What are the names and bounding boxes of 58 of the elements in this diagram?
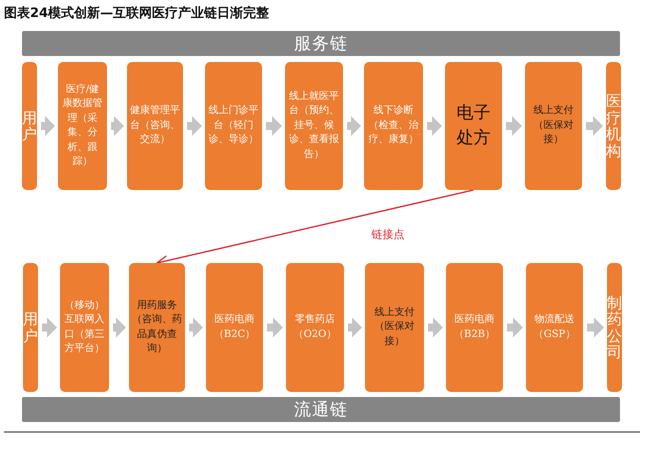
process-box — [285, 62, 343, 190]
process-box — [129, 263, 185, 392]
node-label: 用户 — [22, 110, 37, 142]
node-label: 物流配送（GSP） — [532, 313, 576, 342]
process-box — [205, 62, 262, 190]
arrow — [428, 318, 443, 338]
arrow — [189, 318, 203, 338]
endpoint-box — [606, 62, 621, 190]
arrow — [113, 318, 126, 338]
arrow — [266, 116, 282, 136]
chain-banner — [22, 31, 620, 56]
node-label: 制药公司 — [607, 294, 622, 360]
node-label: 线上支付（医保对接） — [374, 306, 416, 349]
banner-label: 流通链 — [294, 399, 348, 421]
endpoint-box — [607, 263, 622, 392]
arrow — [267, 318, 283, 338]
process-box — [206, 263, 263, 392]
node-label: 医疗/健康数据管理（采集、分析、跟踪） — [62, 82, 104, 169]
node-label: 线上门诊平台（轻门诊、导诊） — [208, 104, 260, 148]
arrow — [111, 116, 124, 136]
endpoint-box — [22, 62, 37, 190]
process-box — [446, 263, 503, 392]
arrow — [187, 116, 202, 136]
node-label: 电子处方 — [456, 102, 490, 150]
arrow — [42, 318, 57, 338]
process-box — [127, 62, 183, 190]
node-label: 用药服务（咨询、药品真伪查询） — [131, 298, 183, 356]
node-label: 医药电商（B2C） — [212, 313, 256, 342]
node-label: 医疗机构 — [606, 93, 621, 159]
node-label: 线上就医平台（预约、挂号、候诊、查看报告） — [288, 90, 340, 162]
process-box — [58, 62, 107, 190]
node-label: 线上支付（医保对接） — [532, 104, 574, 148]
node-label: 零售药店（O2O） — [292, 313, 338, 342]
endpoint-box — [23, 263, 38, 392]
process-box — [365, 263, 424, 392]
process-box — [526, 263, 583, 392]
arrow — [348, 318, 362, 338]
node-label: （移动）互联网入口（第三方平台） — [64, 298, 106, 356]
node-label: 健康管理平台（咨询、交流） — [129, 104, 181, 148]
process-box — [525, 62, 582, 190]
banner-label: 服务链 — [294, 33, 348, 55]
node-label: 用户 — [23, 311, 38, 344]
arrow — [586, 116, 603, 136]
arrow — [587, 318, 604, 338]
diagram-title: 图表24模式创新—互联网医疗产业链日渐完整 — [4, 4, 270, 22]
node-label: 线下诊断（检查、治疗、康复） — [368, 104, 420, 148]
arrow — [507, 318, 523, 338]
arrow — [427, 116, 442, 136]
arrow — [506, 116, 522, 136]
chain-banner — [22, 397, 620, 422]
process-box — [364, 62, 423, 190]
edge-label: 链接点 — [370, 226, 406, 242]
process-box — [286, 263, 344, 392]
arrow — [347, 116, 361, 136]
process-box — [445, 62, 502, 190]
process-box — [60, 263, 109, 392]
node-label: 医药电商（B2B） — [452, 313, 496, 342]
arrow — [41, 116, 55, 136]
